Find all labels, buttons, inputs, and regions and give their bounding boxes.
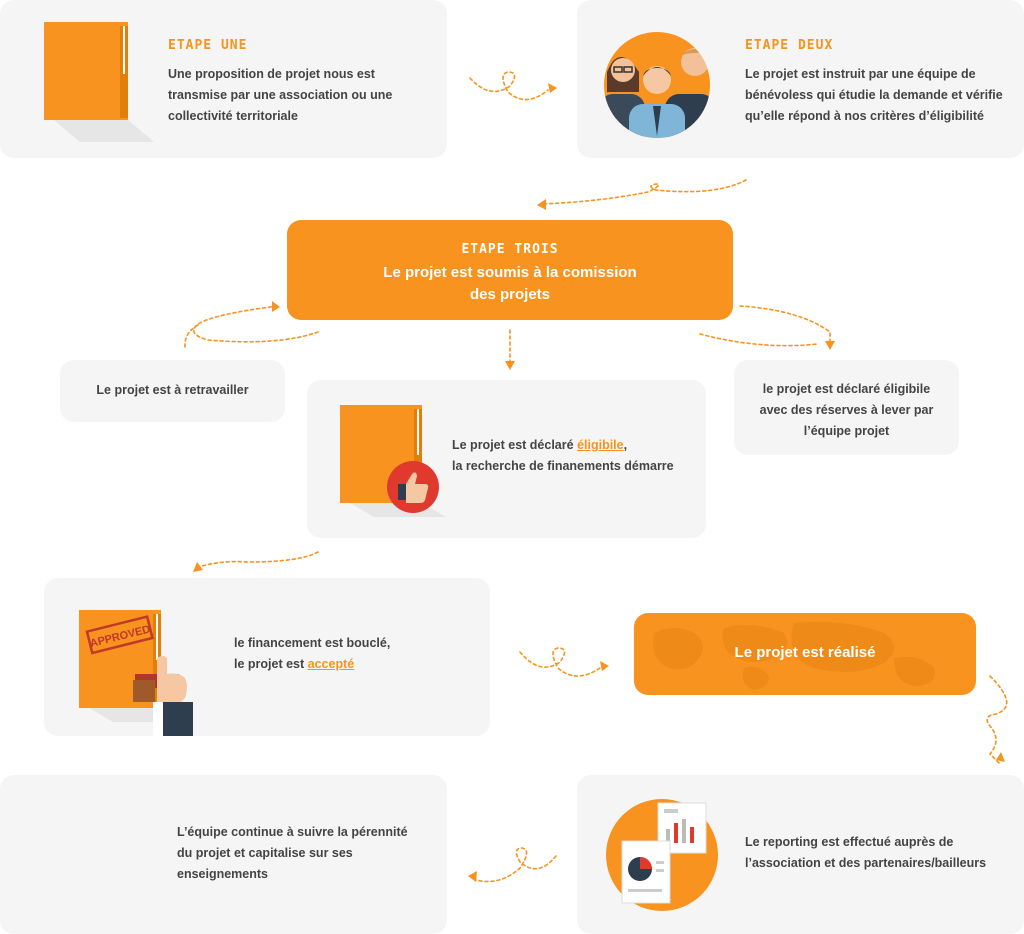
step-three-title: ETAPE TROIS: [461, 242, 559, 257]
eligible-text: Le projet est déclaré éligibile, la rech…: [452, 438, 674, 473]
connector-2-3: [539, 179, 747, 205]
approved-stamp-icon: APPROVED: [79, 610, 193, 736]
reserves-card: [734, 360, 959, 455]
step-one-title: ETAPE UNE: [168, 38, 248, 53]
arrow-head: [272, 301, 280, 312]
connector-3-reserves: [739, 305, 831, 345]
step-one-description: Une proposition de projet nous est trans…: [168, 67, 393, 123]
reserves-text: le projet est déclaré éligibile avec des…: [759, 382, 934, 438]
report-icon: [606, 799, 718, 911]
arrow-head: [537, 199, 546, 210]
arrow-head: [996, 752, 1005, 762]
followup-card: [0, 775, 447, 934]
connector-1-2: [469, 71, 549, 101]
arrow-head: [600, 661, 609, 671]
arrow-head: [468, 871, 477, 882]
connector-eligible-funding: [195, 551, 319, 569]
folder-icon: [44, 22, 154, 142]
step-two-description: Le projet est instruit par une équipe de…: [745, 67, 1003, 123]
arrow-head: [548, 83, 557, 93]
arrow-head: [825, 341, 835, 350]
connector-realised-reporting: [986, 675, 1008, 765]
step-two-title: ETAPE DEUX: [745, 38, 834, 53]
funding-text: le financement est bouclé, le projet est…: [234, 636, 391, 671]
rework-card: [60, 360, 285, 422]
arrow-head: [505, 361, 515, 370]
reporting-text: Le reporting est effectué auprès de l’as…: [745, 835, 987, 870]
arrow-head: [193, 562, 203, 572]
eligible-highlight: éligibile: [577, 438, 624, 452]
team-icon: [604, 32, 710, 138]
realised-text: Le projet est réalisé: [734, 644, 876, 661]
realised-card: [634, 613, 976, 695]
followup-text: L’équipe continue à suivre la pérennité …: [177, 825, 408, 881]
accepted-highlight: accepté: [307, 657, 355, 671]
connector-funding-realised: [519, 647, 601, 677]
rework-text: Le projet est à retravailler: [96, 383, 249, 397]
connector-reporting-followup: [475, 847, 557, 883]
world-map-icon: [653, 621, 935, 690]
thumbs-up-icon: [387, 461, 439, 513]
step-three-description: Le projet est soumis à la comission des …: [383, 264, 637, 303]
step-three-card: [287, 220, 733, 320]
